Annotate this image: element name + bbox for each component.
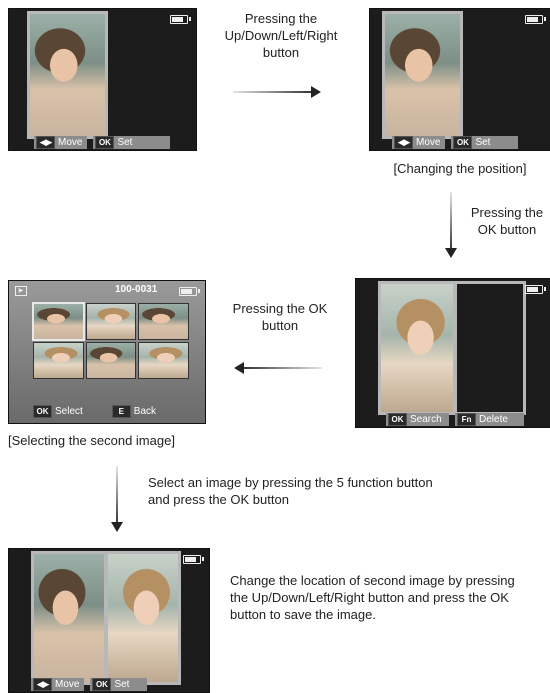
- photo-panel: [105, 551, 181, 685]
- thumbnail[interactable]: [85, 342, 137, 379]
- battery-icon: [525, 15, 546, 24]
- arrow-down: [445, 192, 457, 258]
- move-label: Move: [58, 137, 83, 148]
- four-way-arrow-icon: ◀▶: [394, 136, 413, 149]
- set-label: Set: [114, 679, 130, 690]
- ok-key-icon: OK: [388, 413, 407, 426]
- thumbnail[interactable]: [85, 303, 137, 340]
- caption-step3: Pressing the OK button: [232, 301, 328, 333]
- caption-step1: Pressing the Up/Down/Left/Right button: [224, 11, 338, 60]
- arrow-left: [234, 362, 322, 374]
- back-label: Back: [133, 406, 157, 417]
- fn-key-icon: Fn: [457, 413, 476, 426]
- e-key-icon: E: [111, 405, 131, 418]
- caption-changing-position: [Changing the position]: [393, 161, 527, 176]
- thumbnail[interactable]: [138, 342, 189, 379]
- four-way-arrow-icon: ◀▶: [36, 136, 55, 149]
- thumbnail[interactable]: [33, 342, 84, 379]
- move-label: Move: [55, 679, 80, 690]
- caption-step5: Change the location of second image by p…: [230, 573, 515, 622]
- ok-key-icon: OK: [92, 678, 112, 691]
- search-label: Search: [410, 414, 442, 425]
- photo-panel: [27, 11, 108, 139]
- thumbnail-grid: [32, 302, 189, 379]
- select-label: Select: [55, 406, 83, 417]
- file-number: 100-0031: [115, 284, 158, 295]
- caption-step2: Pressing the OK button: [470, 205, 544, 237]
- ok-key-icon: OK: [33, 405, 52, 418]
- photo-panel: [378, 281, 456, 415]
- set-label: Set: [117, 137, 133, 148]
- battery-icon: [170, 15, 191, 24]
- caption-selecting-second: [Selecting the second image]: [8, 433, 175, 448]
- play-mode-icon: ▶: [15, 286, 27, 296]
- ok-key-icon: OK: [95, 136, 115, 149]
- photo-panel: [382, 11, 463, 139]
- thumbnail[interactable]: [138, 303, 189, 340]
- empty-panel: [454, 281, 526, 415]
- thumbnail[interactable]: [32, 302, 85, 341]
- delete-label: Delete: [479, 414, 508, 425]
- photo-panel: [31, 551, 107, 685]
- caption-step4: Select an image by pressing the 5 functi…: [148, 475, 433, 507]
- arrow-right: [233, 86, 321, 98]
- move-label: Move: [416, 137, 441, 148]
- set-label: Set: [475, 137, 491, 148]
- ok-key-icon: OK: [453, 136, 473, 149]
- four-way-arrow-icon: ◀▶: [33, 678, 52, 691]
- battery-icon: [179, 287, 200, 296]
- arrow-down: [111, 466, 123, 532]
- battery-icon: [183, 555, 204, 564]
- battery-icon: [525, 285, 546, 294]
